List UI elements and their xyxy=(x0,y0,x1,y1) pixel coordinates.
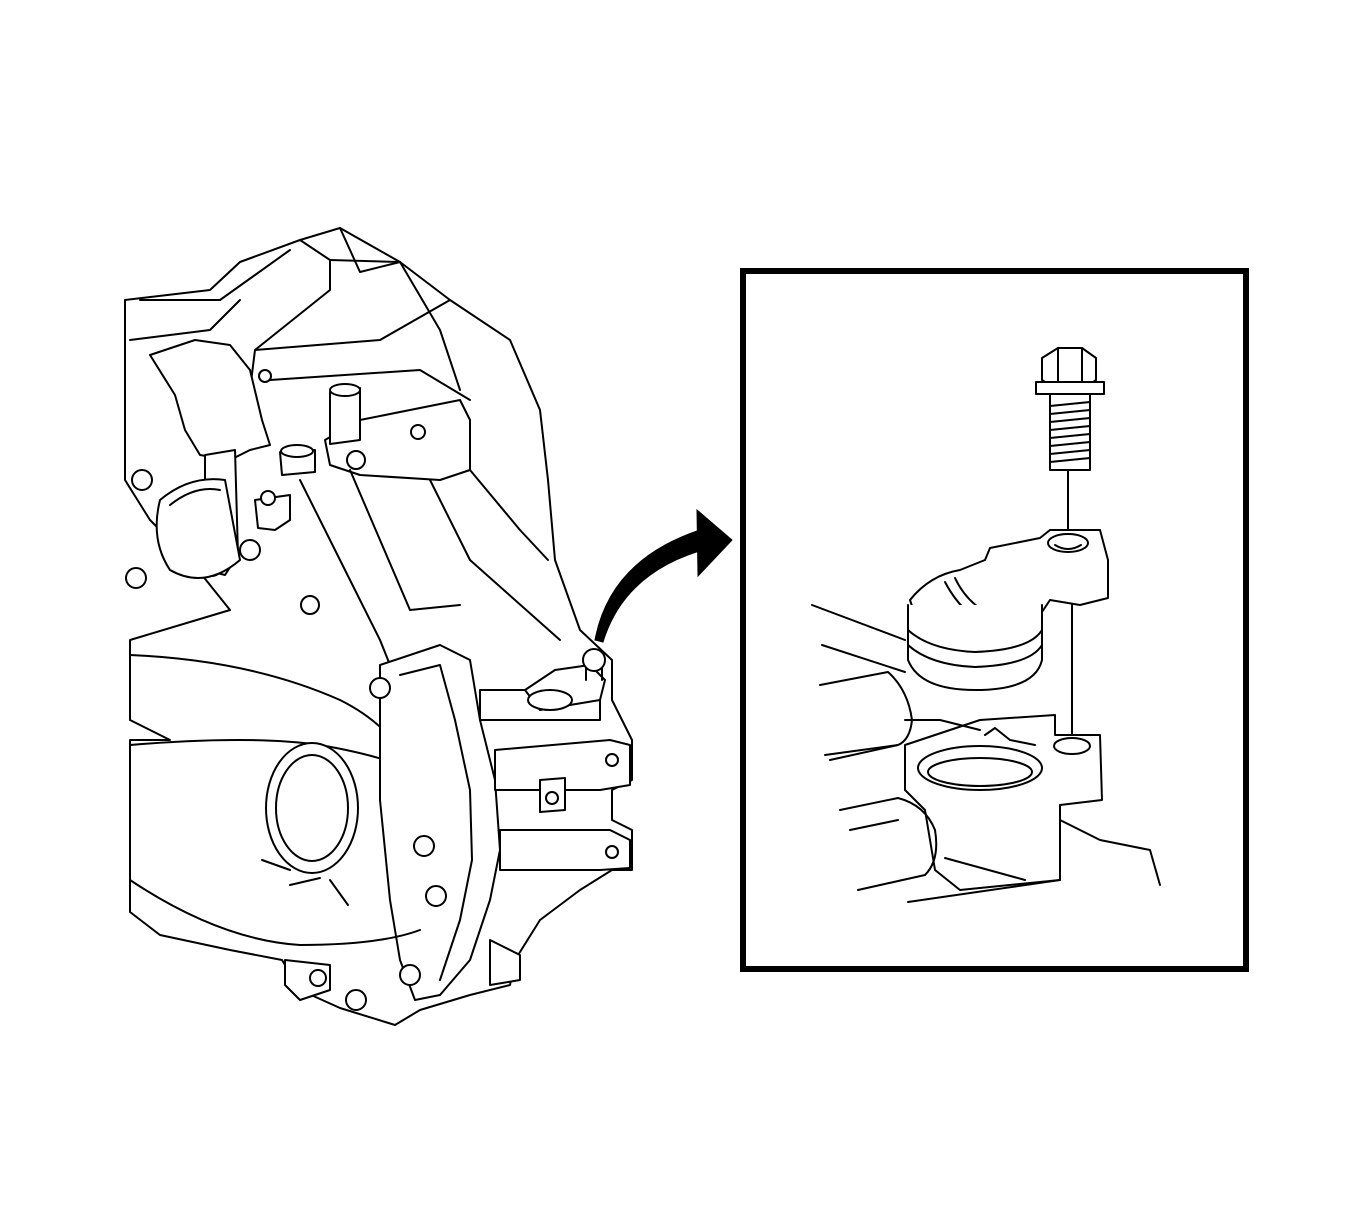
mid-bolt xyxy=(300,595,320,615)
callout-arrow-shaft xyxy=(594,529,711,643)
detail-inset-box xyxy=(740,268,1249,972)
flange-bolt-5 xyxy=(345,989,367,1011)
axle-seal-inner xyxy=(275,754,349,862)
flange-bolt-3 xyxy=(425,885,447,907)
select-lever-stud-top xyxy=(329,383,361,397)
select-lever-hole-2 xyxy=(410,424,426,440)
housing-bolt-hole xyxy=(1053,737,1091,755)
callout-arrow xyxy=(594,508,733,643)
axle-seal-rib-3 xyxy=(329,879,349,906)
lower-case-curve xyxy=(129,879,421,946)
axle-seal-rib-2 xyxy=(289,877,321,886)
vent-boss-top xyxy=(280,444,314,458)
rear-boss-5 xyxy=(489,939,521,986)
rear-boss-hole-2 xyxy=(605,845,619,859)
bolt-flange xyxy=(1035,381,1105,395)
upper-rib-1 xyxy=(249,239,331,391)
mid-rib-4 xyxy=(469,469,549,561)
lower-right-edge-2 xyxy=(907,879,1061,903)
shift-lever-boss-bolt xyxy=(260,490,276,506)
side-cover-flange-inner xyxy=(399,664,473,981)
side-cover-flange xyxy=(379,644,501,1001)
flange-bolt-detail xyxy=(1035,347,1105,471)
rear-boss-2 xyxy=(494,739,631,791)
select-lever-hole-1 xyxy=(346,450,366,470)
cylinder-left-7 xyxy=(944,857,1026,881)
lower-right-edge-3 xyxy=(904,719,981,731)
rear-boss-hole-3 xyxy=(545,791,559,805)
upper-rib-2 xyxy=(339,227,401,273)
bolt-threads xyxy=(1049,401,1091,463)
left-bolt-2 xyxy=(125,567,147,589)
housing-bore-detail xyxy=(917,745,1043,791)
cylinder-left-4 xyxy=(829,744,899,761)
cylinder-left-2 xyxy=(821,644,906,673)
bottom-bolt xyxy=(309,969,327,987)
lever-piston-ring-1 xyxy=(907,629,1043,653)
cylinder-left-6 xyxy=(849,819,899,831)
flange-bolt-1 xyxy=(369,677,391,699)
shift-cable-drum-ring xyxy=(169,488,221,506)
upper-rib-7 xyxy=(129,299,241,341)
rear-boss-3 xyxy=(499,829,631,871)
lever-arm-bore-inner xyxy=(1054,544,1082,550)
axle-seal-rib-1 xyxy=(261,859,291,871)
housing-bore-inner xyxy=(927,757,1033,787)
reverse-lever-bolt-shank xyxy=(585,667,603,681)
cylinder-left-1 xyxy=(811,604,906,641)
left-bolt-1 xyxy=(131,469,153,491)
lever-piston-body xyxy=(907,604,1043,691)
upper-rib-4 xyxy=(254,299,451,351)
transaxle-assembly-drawing xyxy=(124,227,633,1026)
shift-cable-drum xyxy=(155,478,241,579)
flange-bolt-4 xyxy=(399,964,421,986)
rear-boss-hole-1 xyxy=(605,753,619,767)
mid-rib-3 xyxy=(429,479,561,641)
cylinder-left-5 xyxy=(839,797,938,891)
housing-notch xyxy=(984,727,1036,746)
upper-rib-6 xyxy=(139,249,291,301)
small-hole-upper xyxy=(258,369,272,383)
reverse-lever-piston xyxy=(527,689,573,711)
callout-arrow-head xyxy=(696,508,733,578)
flange-bolt-2 xyxy=(413,835,435,857)
lever-piston-ring-2 xyxy=(907,644,1043,668)
upper-rib-3 xyxy=(329,259,461,391)
shift-lever-hole xyxy=(239,539,261,561)
upper-rib-5 xyxy=(269,369,471,401)
lower-right-edge-1 xyxy=(1059,819,1161,886)
shift-lever-arm xyxy=(149,339,271,461)
reverse-lever-bolt xyxy=(582,648,606,672)
mid-rib-2 xyxy=(349,469,461,611)
